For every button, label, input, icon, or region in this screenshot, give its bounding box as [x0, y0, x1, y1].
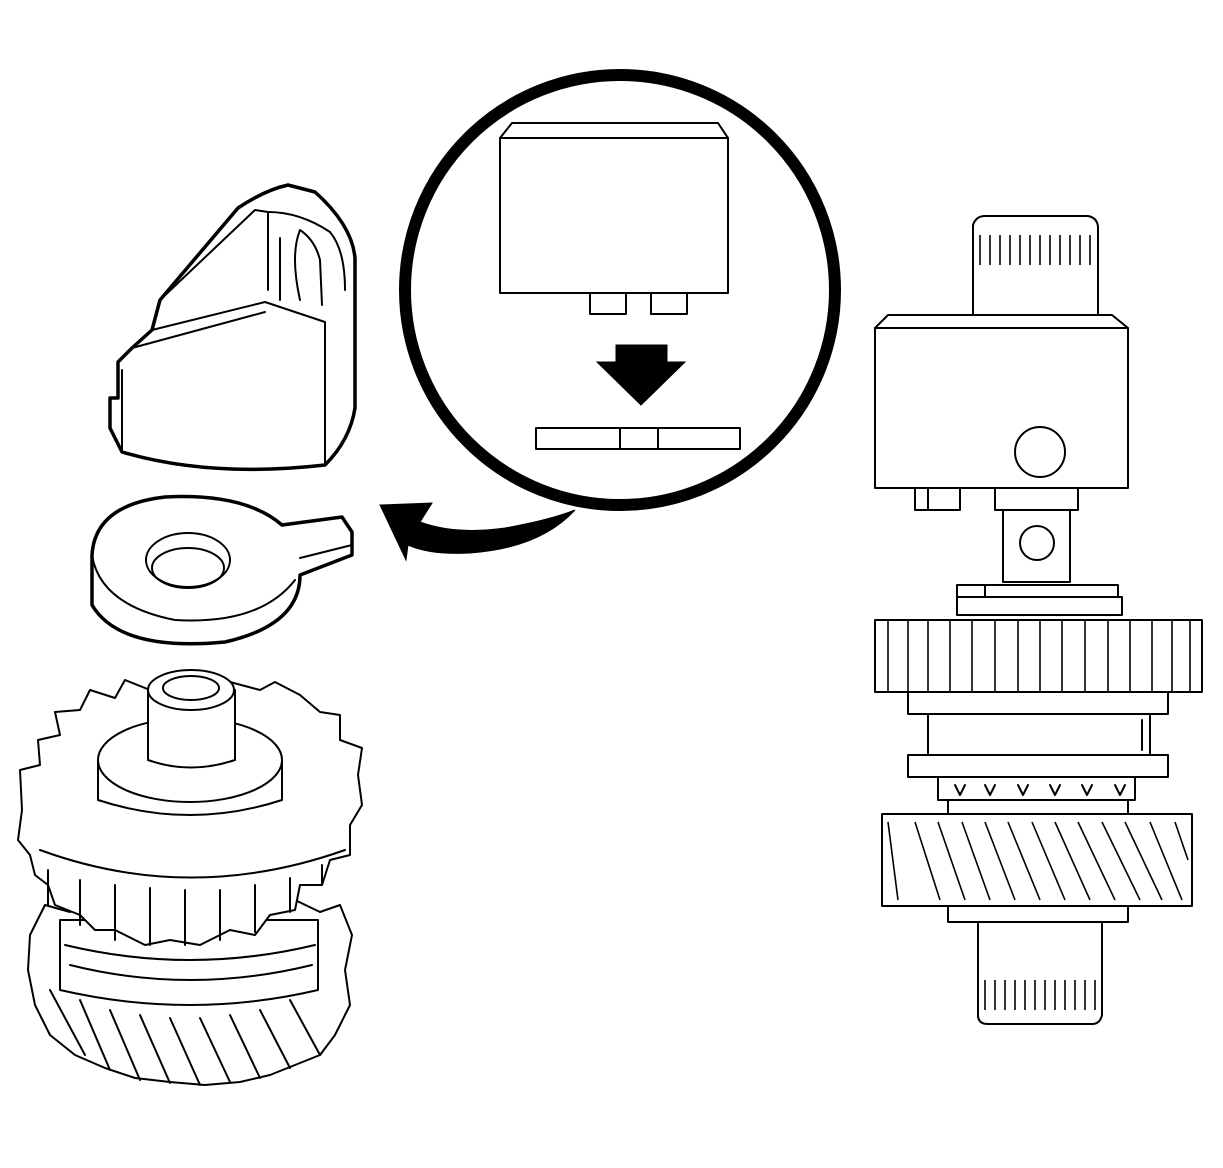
detail-callout [399, 69, 841, 511]
upper-gear-teeth [887, 620, 1191, 692]
callout-block-tab-left [589, 292, 627, 315]
shaft-main-block [874, 314, 1129, 489]
thrust-washer-part [90, 494, 354, 646]
gear-cluster-part [17, 669, 363, 1086]
shaft-block-hole [1014, 426, 1066, 478]
callout-slot-plate [535, 427, 741, 450]
shaft-neck-hole [1019, 525, 1055, 561]
bottom-spline-end [977, 921, 1103, 1025]
synchro-teeth [937, 776, 1136, 801]
callout-block [499, 122, 729, 294]
down-arrow-icon [595, 344, 687, 406]
top-splines [979, 235, 1091, 265]
upper-spur-gear [874, 619, 1203, 693]
shift-fork-part [108, 183, 357, 472]
helical-gear-teeth [887, 821, 1189, 901]
callout-block-tab-right [650, 292, 688, 315]
bottom-splines [984, 980, 1096, 1010]
curved-arrow-left-icon [379, 502, 576, 562]
top-spline-end [972, 215, 1099, 316]
shaft-assembly-part [874, 215, 1203, 1025]
